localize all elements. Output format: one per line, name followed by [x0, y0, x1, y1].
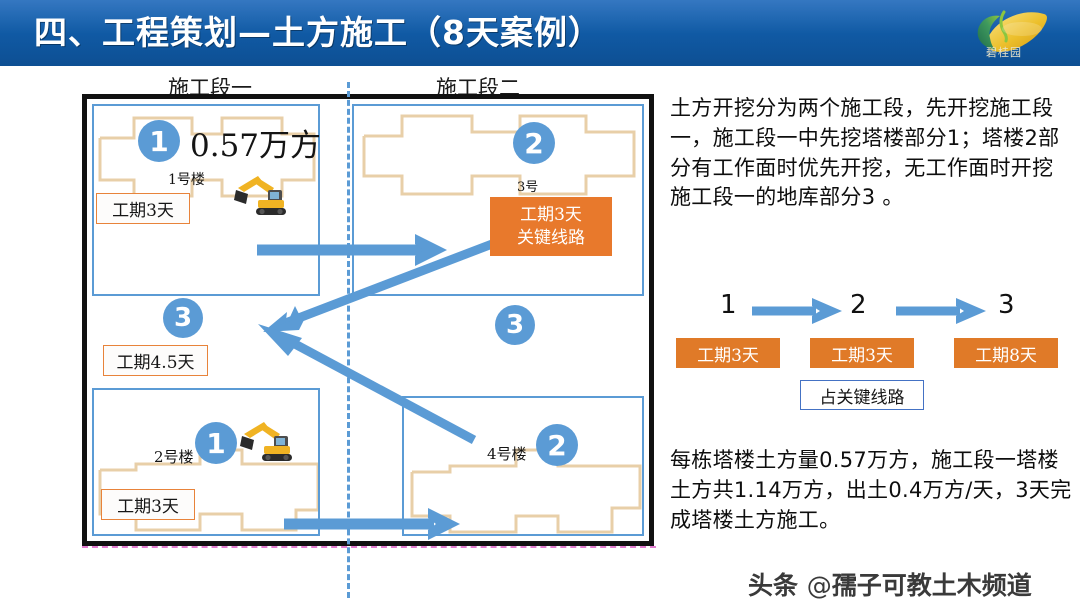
duration-box-middle-left: 工期4.5天 — [103, 345, 208, 376]
zone-marker-3-middle-left: 3 — [163, 298, 203, 338]
flow-duration-box-3: 工期8天 — [954, 338, 1058, 368]
logo-wordmark: 碧桂园 — [986, 46, 1022, 59]
watermark-channel: 孺子可教土木频道 — [831, 571, 1032, 600]
slide-title-bar: 四、工程策划—土方施工（8天案例） 碧桂园 — [0, 0, 1080, 66]
excavator-icon-top — [232, 172, 288, 224]
zone-marker-1-top-left: 1 — [138, 120, 180, 162]
flow-node-number-2: 2 — [850, 290, 867, 320]
flow-duration-box-2: 工期3天 — [810, 338, 914, 368]
description-paragraph-top: 土方开挖分为两个施工段，先开挖施工段一，施工段一中先挖塔楼部分1；塔楼2部分有工… — [670, 96, 1060, 210]
zone-marker-1-bottom-left: 1 — [195, 422, 237, 464]
section-divider-dashed-line — [347, 82, 350, 598]
flow-arrow-1-to-2 — [752, 298, 842, 324]
zone-rect-bottom-left — [92, 388, 320, 536]
flow-node-number-1: 1 — [720, 290, 737, 320]
duration-box-bottom-left: 工期3天 — [101, 489, 195, 520]
building-outline-3 — [360, 110, 638, 206]
channel-watermark: 头条 @孺子可教土木频道 — [748, 566, 1032, 602]
description-paragraph-bottom: 每栋塔楼土方量0.57万方，施工段一塔楼土方共1.14万方，出土0.4万方/天，… — [670, 448, 1072, 532]
building-label-4: 4号楼 — [487, 445, 527, 463]
zone-marker-2-bottom-right: 2 — [536, 424, 578, 466]
flow-node-number-3: 3 — [998, 290, 1015, 320]
country-garden-logo: 碧桂园 — [960, 4, 1066, 62]
earthwork-volume-label: 0.57万方 — [190, 128, 322, 164]
zone-marker-2-top-right: 2 — [513, 122, 555, 164]
at-symbol-icon: @ — [806, 571, 832, 600]
site-plan-diagram: 施工段一 施工段二 — [0, 66, 660, 608]
critical-path-callout: 工期3天 关键线路 — [490, 197, 612, 256]
page-title: 四、工程策划—土方施工（8天案例） — [34, 13, 602, 52]
zone-rect-bottom-right — [402, 396, 644, 536]
building-label-3: 3号 — [517, 180, 539, 195]
sequence-flow-diagram: 1 2 3 工期3天 工期3天 工期8天 占关键线路 — [662, 282, 1080, 422]
critical-path-duration: 工期3天 — [520, 204, 582, 225]
flow-duration-box-1: 工期3天 — [676, 338, 780, 368]
critical-path-label: 关键线路 — [517, 227, 585, 248]
zone-marker-3-middle-right: 3 — [495, 305, 535, 345]
logo-swoosh-icon — [977, 10, 1047, 53]
zone-rect-top-left — [92, 104, 320, 296]
duration-box-top-left: 工期3天 — [96, 193, 190, 224]
building-label-1: 1号楼 — [168, 172, 205, 188]
frame-shadow-dashed-line — [82, 546, 656, 548]
flow-arrow-2-to-3 — [896, 298, 986, 324]
explanation-panel: 土方开挖分为两个施工段，先开挖施工段一，施工段一中先挖塔楼部分1；塔楼2部分有工… — [662, 66, 1080, 608]
building-outline-2 — [96, 444, 322, 536]
watermark-prefix: 头条 — [748, 571, 807, 600]
excavator-icon-bottom — [238, 418, 294, 470]
building-label-2: 2号楼 — [154, 448, 194, 466]
flow-critical-path-note: 占关键线路 — [800, 380, 924, 410]
